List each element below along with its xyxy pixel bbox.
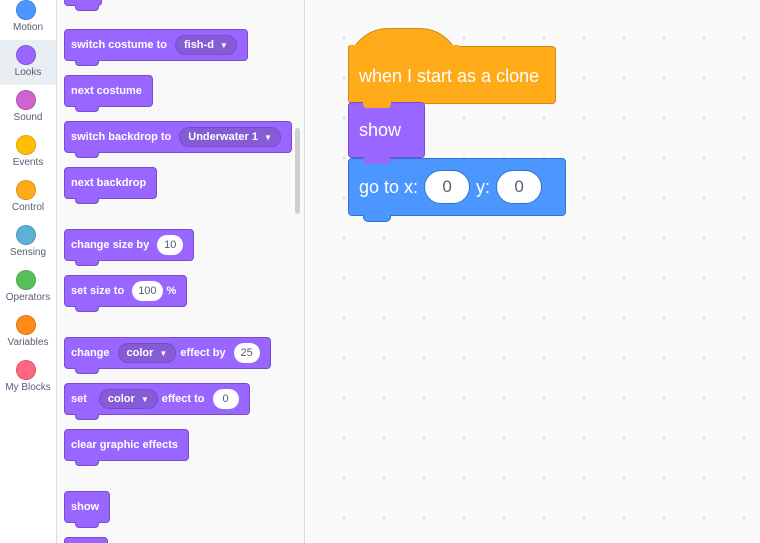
category-control[interactable]: Control (0, 180, 56, 225)
effect-change-input[interactable]: 25 (233, 343, 260, 363)
x-input[interactable]: 0 (424, 170, 471, 204)
category-label: Sound (13, 112, 43, 123)
block-notch (75, 106, 99, 112)
change-effect-block[interactable]: change color ▼ effect by 25 (64, 337, 271, 374)
percent-label: % (166, 285, 177, 297)
size-input[interactable]: 100 (132, 281, 163, 301)
change-size-block[interactable]: change size by 10 (64, 229, 195, 266)
y-input[interactable]: 0 (496, 170, 543, 204)
block-label: effect to (161, 393, 205, 405)
dropdown-value: Underwater 1 (188, 131, 258, 143)
caret-down-icon: ▼ (219, 40, 228, 50)
block-label: set size to (71, 285, 125, 297)
block-notch (75, 5, 99, 11)
size-change-input[interactable]: 10 (157, 235, 184, 255)
set-size-block[interactable]: set size to 100 % (64, 275, 188, 312)
block-label: change size by (71, 239, 150, 251)
block-notch (75, 460, 99, 466)
block-label: change (71, 347, 110, 359)
backdrop-dropdown[interactable]: Underwater 1 ▼ (179, 127, 281, 147)
dropdown-value: color (107, 393, 135, 405)
block-notch (363, 102, 391, 108)
block-label: set (71, 393, 87, 405)
block-label: switch backdrop to (71, 131, 172, 143)
block-notch (75, 368, 99, 374)
category-menu: Motion Looks Sound Events Control Sensin… (0, 0, 57, 543)
switch-costume-block[interactable]: switch costume to fish-d ▼ (64, 29, 248, 66)
switch-backdrop-block[interactable]: switch backdrop to Underwater 1 ▼ (64, 121, 292, 158)
block-notch (75, 60, 99, 66)
variables-category-icon (16, 315, 36, 335)
palette-block-partial[interactable] (64, 537, 108, 543)
caret-down-icon: ▼ (159, 348, 168, 358)
block-label: go to x: (359, 176, 419, 197)
clear-graphic-effects-block[interactable]: clear graphic effects (64, 429, 189, 466)
category-label: Looks (14, 67, 42, 78)
category-label: Variables (7, 337, 49, 348)
category-label: Events (12, 157, 44, 168)
block-label: clear graphic effects (71, 439, 178, 451)
block-notch (75, 198, 99, 204)
block-notch (363, 158, 391, 164)
looks-category-icon (16, 45, 36, 65)
dropdown-value: fish-d (183, 39, 214, 51)
block-label: show (71, 501, 100, 513)
block-notch (75, 306, 99, 312)
show-block[interactable]: show (348, 102, 425, 164)
go-to-xy-block[interactable]: go to x: 0 y: 0 (348, 158, 566, 222)
block-notch (75, 260, 99, 266)
operators-category-icon (16, 270, 36, 290)
block-label: when I start as a clone (359, 66, 540, 86)
set-effect-block[interactable]: set color ▼ effect to 0 (64, 383, 250, 420)
caret-down-icon: ▼ (263, 132, 272, 142)
block-notch (75, 152, 99, 158)
block-label: show (359, 119, 402, 140)
category-variables[interactable]: Variables (0, 315, 56, 360)
category-operators[interactable]: Operators (0, 270, 56, 315)
caret-down-icon: ▼ (140, 394, 149, 404)
motion-category-icon (16, 0, 36, 20)
category-my-blocks[interactable]: My Blocks (0, 360, 56, 405)
palette-scrollbar[interactable] (295, 128, 300, 214)
category-motion[interactable]: Motion (0, 0, 56, 45)
category-label: My Blocks (5, 382, 51, 393)
sensing-category-icon (16, 225, 36, 245)
costume-dropdown[interactable]: fish-d ▼ (174, 35, 237, 55)
sound-category-icon (16, 90, 36, 110)
category-label: Sensing (9, 247, 47, 258)
category-label: Operators (5, 292, 51, 303)
show-block-palette[interactable]: show (64, 491, 111, 528)
block-notch (75, 522, 99, 528)
when-i-start-as-clone-block[interactable]: when I start as a clone (348, 28, 556, 104)
effect-dropdown[interactable]: color ▼ (117, 343, 177, 363)
block-palette: switch costume to fish-d ▼ next costume s… (57, 0, 305, 543)
next-backdrop-block[interactable]: next backdrop (64, 167, 158, 204)
next-costume-block[interactable]: next costume (64, 75, 153, 112)
events-category-icon (16, 135, 36, 155)
hat-body (348, 45, 556, 104)
effect-dropdown[interactable]: color ▼ (98, 389, 158, 409)
block-label: effect by (180, 347, 226, 359)
block-label: next costume (71, 85, 142, 97)
category-label: Control (11, 202, 45, 213)
effect-value-input[interactable]: 0 (212, 389, 239, 409)
block-label: y: (476, 176, 491, 197)
block-label: switch costume to (71, 39, 167, 51)
palette-block-partial[interactable] (64, 0, 102, 11)
dropdown-value: color (126, 347, 154, 359)
category-label: Motion (12, 22, 43, 33)
block-notch (363, 215, 391, 222)
control-category-icon (16, 180, 36, 200)
category-looks[interactable]: Looks (0, 40, 56, 85)
category-events[interactable]: Events (0, 135, 56, 180)
my-blocks-category-icon (16, 360, 36, 380)
category-sensing[interactable]: Sensing (0, 225, 56, 270)
block-label: next backdrop (71, 177, 147, 189)
block-notch (75, 414, 99, 420)
category-sound[interactable]: Sound (0, 90, 56, 135)
